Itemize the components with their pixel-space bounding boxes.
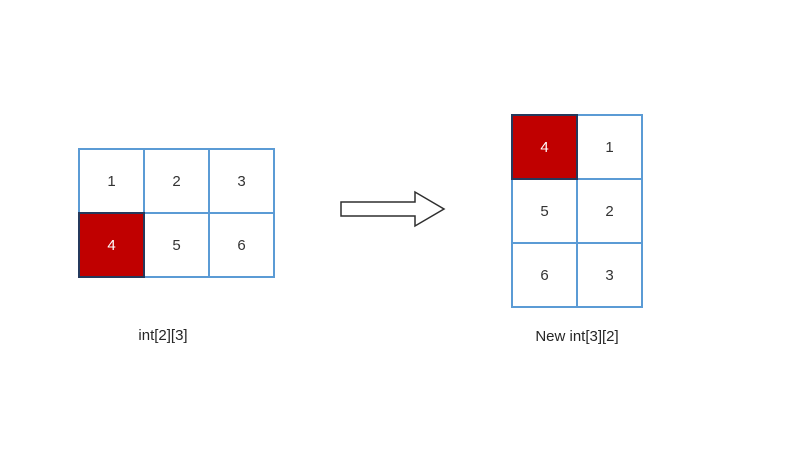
- source-array-label: int[2][3]: [138, 327, 188, 344]
- grid-cell: 6: [210, 214, 273, 276]
- target-array-label: New int[3][2]: [535, 328, 619, 345]
- grid-cell: 1: [578, 116, 641, 178]
- grid-cell: 2: [578, 180, 641, 242]
- grid-cell: 6: [513, 244, 576, 306]
- grid-cell: 1: [80, 150, 143, 212]
- grid-cell: 2: [145, 150, 208, 212]
- grid-cell: 3: [578, 244, 641, 306]
- grid-cell-highlighted: 4: [511, 114, 578, 180]
- grid-cell: 3: [210, 150, 273, 212]
- grid-cell-highlighted: 4: [78, 212, 145, 278]
- grid-cell: 5: [513, 180, 576, 242]
- right-arrow-icon: [340, 190, 446, 228]
- grid-cell: 5: [145, 214, 208, 276]
